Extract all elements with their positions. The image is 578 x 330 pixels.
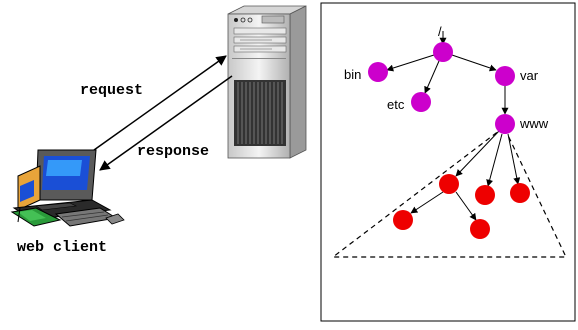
request-label: request — [80, 82, 143, 99]
tree-label-www: www — [519, 116, 549, 131]
tree-label-bin: bin — [344, 67, 361, 82]
response-arrow — [99, 75, 233, 171]
filesystem-panel — [320, 2, 576, 322]
tree-label-root: / — [438, 24, 442, 39]
response-label: response — [137, 143, 209, 160]
tree-edges — [386, 31, 521, 221]
tree-node-bin — [368, 62, 388, 82]
tree-file-node — [510, 183, 530, 203]
tree-file-node — [475, 185, 495, 205]
desktop-computer-icon — [10, 149, 125, 227]
tree-node-www — [495, 114, 515, 134]
tree-label-etc: etc — [387, 97, 405, 112]
tree-node-root — [433, 42, 453, 62]
server-tower-icon — [227, 5, 307, 159]
tree-node-etc — [411, 92, 431, 112]
tree-file-node — [439, 174, 459, 194]
request-arrow — [93, 55, 227, 151]
tree-node-var — [495, 66, 515, 86]
tree-file-node — [470, 219, 490, 239]
web-client-label: web client — [17, 239, 107, 256]
tree-label-var: var — [520, 68, 539, 83]
tree-file-node — [393, 210, 413, 230]
